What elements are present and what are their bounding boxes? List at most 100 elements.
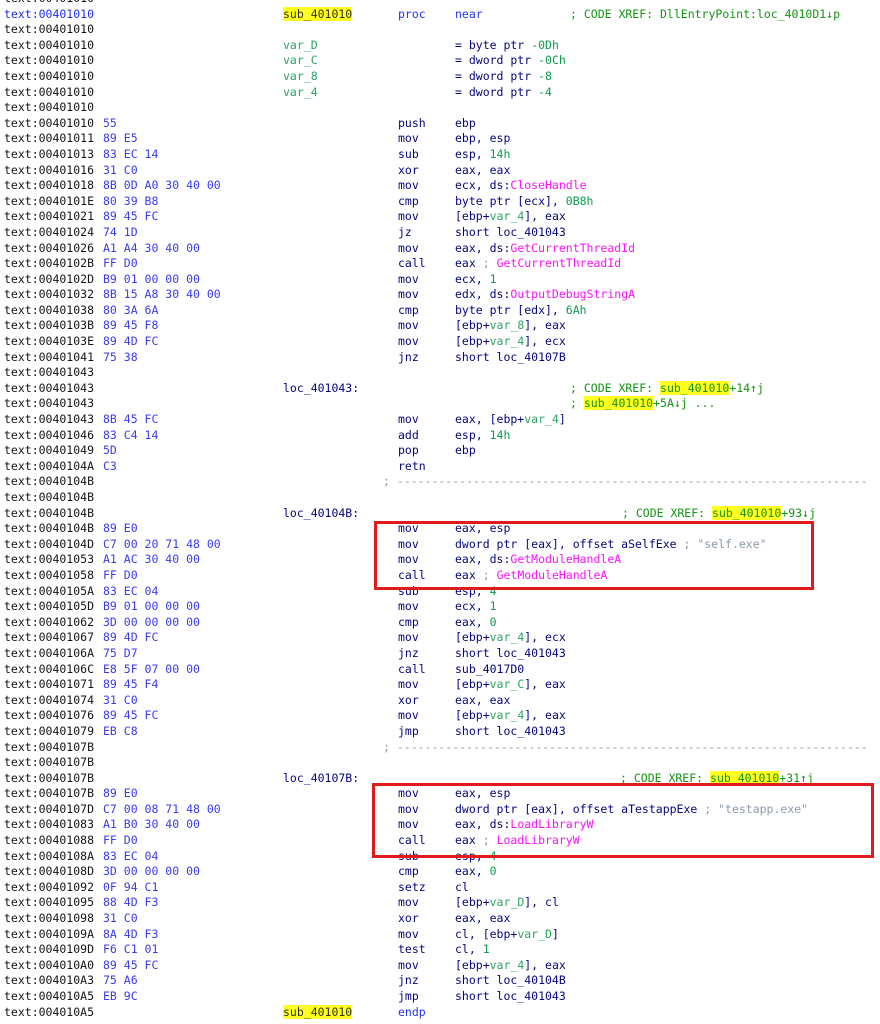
address: text:00401046 (4, 427, 95, 442)
opcode-bytes: 75 D7 (103, 645, 138, 660)
asm-column: 89 4D FC (103, 334, 158, 350)
instruction-text: cmp (398, 864, 419, 879)
number-literal: 6Ah (565, 302, 587, 317)
asm-column: text:00401049 (4, 443, 94, 459)
instruction-text: mov (398, 817, 419, 832)
asm-column: 83 C4 14 (103, 428, 158, 444)
highlighted-name: sub_401010 (283, 1004, 353, 1019)
asm-column: text:0040109A (4, 927, 94, 943)
instruction-text: push (398, 115, 426, 130)
address: text:00401018 (4, 178, 95, 193)
asm-column: eax ; LoadLibraryW (455, 833, 580, 849)
asm-column: 5D (103, 443, 117, 459)
asm-line[interactable]: text:00401043; sub_401010+5A↓j ... (0, 396, 880, 412)
stack-variable: var_C (283, 53, 318, 68)
asm-line[interactable]: text:00401010 (0, 22, 880, 38)
asm-column: 74 1D (103, 225, 138, 241)
address: text:00401011 (4, 131, 95, 146)
asm-column: cmp (398, 303, 419, 319)
opcode-bytes: C3 (103, 458, 117, 473)
instruction-text: edx, ds: (455, 287, 511, 302)
asm-line[interactable]: text:0040104B; -------------------------… (0, 474, 880, 490)
asm-line[interactable]: text:00401010 (0, 0, 880, 7)
asm-line[interactable]: text:00401043 (0, 365, 880, 381)
asm-column: text:00401043 (4, 365, 94, 381)
inline-comment: ; (482, 567, 497, 582)
instruction-text: eax (455, 256, 483, 271)
asm-column: mov (398, 521, 419, 537)
asm-column: 89 45 FC (103, 209, 158, 225)
asm-column: text:004010A5 (4, 989, 94, 1005)
asm-column: mov (398, 552, 419, 568)
asm-line[interactable]: text:00401010 (0, 100, 880, 116)
asm-line[interactable]: text:0040104B (0, 490, 880, 506)
opcode-bytes: 31 C0 (103, 911, 138, 926)
instruction-text: [ebp+ (455, 334, 490, 349)
asm-column: text:0040104B (4, 474, 94, 490)
instruction-text: eax, eax (455, 162, 511, 177)
xref-comment: ; CODE XREF: DllEntryPoint:loc_4010D1↓p (570, 6, 841, 21)
asm-line[interactable]: text:0040107B; -------------------------… (0, 740, 880, 756)
asm-line[interactable]: text:0040107B (0, 755, 880, 771)
asm-column: text:0040105A (4, 584, 94, 600)
asm-column: C7 00 20 71 48 00 (103, 537, 221, 553)
